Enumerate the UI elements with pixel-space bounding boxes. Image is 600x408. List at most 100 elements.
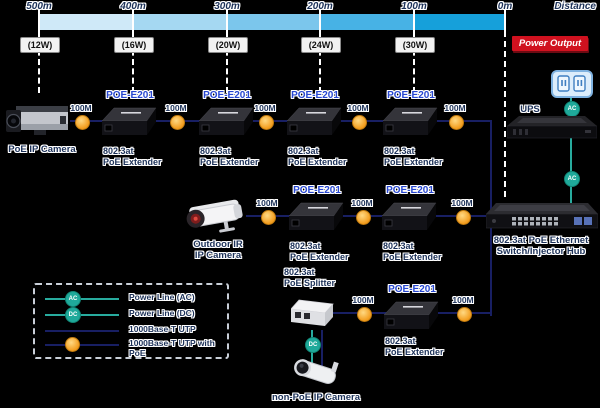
tick-400m — [132, 8, 134, 33]
extender-desc-line1: 802.3at — [290, 241, 321, 251]
power-16w-badge: (16W) — [114, 37, 154, 53]
extender-1-desc: 802.3at PoE Extender — [103, 146, 162, 167]
link-length-label: 100M — [452, 295, 474, 305]
legend-line-dc — [45, 314, 119, 316]
non-poe-ip-camera — [294, 359, 339, 384]
ac-power-node: AC — [564, 171, 580, 187]
poe-switch-label-line2: Switch/Injector Hub — [496, 245, 586, 257]
poe-dot — [259, 115, 274, 130]
distance-gradient-bar — [39, 14, 507, 30]
poe-ip-camera — [6, 106, 68, 135]
extender-4-desc: 802.3at PoE Extender — [384, 146, 443, 167]
extender-1-model: POE-E201 — [106, 90, 154, 101]
link-length-label: 100M — [451, 198, 473, 208]
legend-box: AC Power Line (AC) DC Power Line (DC) 10… — [33, 283, 229, 359]
poe-extender-4 — [382, 107, 438, 135]
bar-segment-100-0 — [412, 14, 507, 30]
scale-label-100m: 100m — [401, 1, 427, 12]
splitter-label: 802.3at PoE Splitter — [284, 267, 335, 288]
tick-500m — [38, 8, 40, 33]
utp-line-splitter-camera — [321, 330, 323, 382]
utp-line-row1 — [70, 120, 492, 122]
power-output-badge: Power Output — [512, 36, 588, 51]
poe-dot — [356, 210, 371, 225]
scale-label-300m: 300m — [214, 1, 240, 12]
poe-dot — [457, 307, 472, 322]
dropline-200m — [319, 31, 321, 93]
extender-2-desc: 802.3at PoE Extender — [200, 146, 259, 167]
poe-extender-5 — [288, 202, 344, 230]
extender-desc-line2: PoE Extender — [200, 156, 259, 167]
legend-item-utp-poe: 1000Base-T UTP with PoE — [35, 337, 227, 358]
poe-switch-label-line1: 802.3at PoE Ethernet — [493, 235, 589, 246]
poe-dot — [357, 307, 372, 322]
link-length-label: 100M — [347, 103, 369, 113]
link-length-label: 100M — [256, 198, 278, 208]
extender-4-model: POE-E201 — [387, 90, 435, 101]
dc-power-node: DC — [65, 307, 81, 323]
dropline-300m — [226, 31, 228, 93]
poe-extender-2 — [198, 107, 254, 135]
extender-desc-line2: PoE Extender — [384, 156, 443, 167]
power-20w-badge: (20W) — [208, 37, 248, 53]
ac-power-node: AC — [65, 291, 81, 307]
legend-item-utp: 1000Base-T UTP — [35, 323, 227, 339]
ups-label: UPS — [520, 104, 540, 115]
non-poe-camera-label: non-PoE IP Camera — [272, 392, 360, 403]
legend-label-utp-poe: 1000Base-T UTP with PoE — [129, 338, 215, 358]
extender-desc-line2: PoE Extender — [288, 156, 347, 167]
outdoor-camera-label-line1: Outdoor IR — [193, 239, 243, 250]
extender-desc-line2: PoE Extender — [103, 156, 162, 167]
power-12w-badge: (12W) — [20, 37, 60, 53]
ups-device — [507, 116, 597, 139]
distance-label: Distance — [554, 1, 596, 12]
extender-6-model: POE-E201 — [386, 185, 434, 196]
dropline-400m — [132, 31, 134, 93]
tick-300m — [226, 8, 228, 33]
poe-extender-1 — [101, 107, 157, 135]
extender-2-model: POE-E201 — [203, 90, 251, 101]
dc-power-node: DC — [305, 337, 321, 353]
extender-desc-line1: 802.3at — [103, 146, 134, 156]
extender-3-desc: 802.3at PoE Extender — [288, 146, 347, 167]
extender-desc-line1: 802.3at — [385, 336, 416, 346]
link-length-label: 100M — [254, 103, 276, 113]
bar-segment-300-200 — [225, 14, 320, 30]
extender-desc-line1: 802.3at — [384, 146, 415, 156]
dropline-0m — [504, 31, 506, 197]
bar-segment-200-100 — [319, 14, 413, 30]
bar-segment-500-400 — [39, 14, 133, 30]
link-length-label: 100M — [352, 295, 374, 305]
extender-desc-line1: 802.3at — [383, 241, 414, 251]
power-24w-badge: (24W) — [301, 37, 341, 53]
poe-dot — [75, 115, 90, 130]
extender-desc-line2: PoE Extender — [383, 251, 442, 262]
tick-0m — [504, 8, 506, 33]
ac-outlet-icon — [551, 70, 593, 98]
legend-line-ac — [45, 298, 119, 300]
link-length-label: 100M — [444, 103, 466, 113]
legend-line-utp-poe — [45, 344, 119, 346]
bar-segment-400-300 — [132, 14, 226, 30]
extender-5-model: POE-E201 — [293, 185, 341, 196]
scale-label-400m: 400m — [120, 1, 146, 12]
scale-label-200m: 200m — [307, 1, 333, 12]
poe-splitter — [291, 299, 334, 326]
dropline-100m — [413, 31, 415, 93]
tick-100m — [413, 8, 415, 33]
extender-3-model: POE-E201 — [291, 90, 339, 101]
extender-7-model: POE-E201 — [388, 284, 436, 295]
poe-extender-7 — [383, 301, 439, 329]
poe-dot — [449, 115, 464, 130]
poe-dot — [170, 115, 185, 130]
extender-desc-line2: PoE Extender — [385, 346, 444, 357]
splitter-label-line1: 802.3at — [284, 267, 315, 277]
legend-label-ac: Power Line (AC) — [129, 292, 195, 302]
poe-extender-6 — [381, 202, 437, 230]
extender-7-desc: 802.3at PoE Extender — [385, 336, 444, 357]
extender-desc-line1: 802.3at — [200, 146, 231, 156]
legend-item-dc: DC Power Line (DC) — [35, 307, 227, 323]
poe-ip-camera-label: PoE IP Camera — [8, 144, 76, 155]
link-length-label: 100M — [70, 103, 92, 113]
